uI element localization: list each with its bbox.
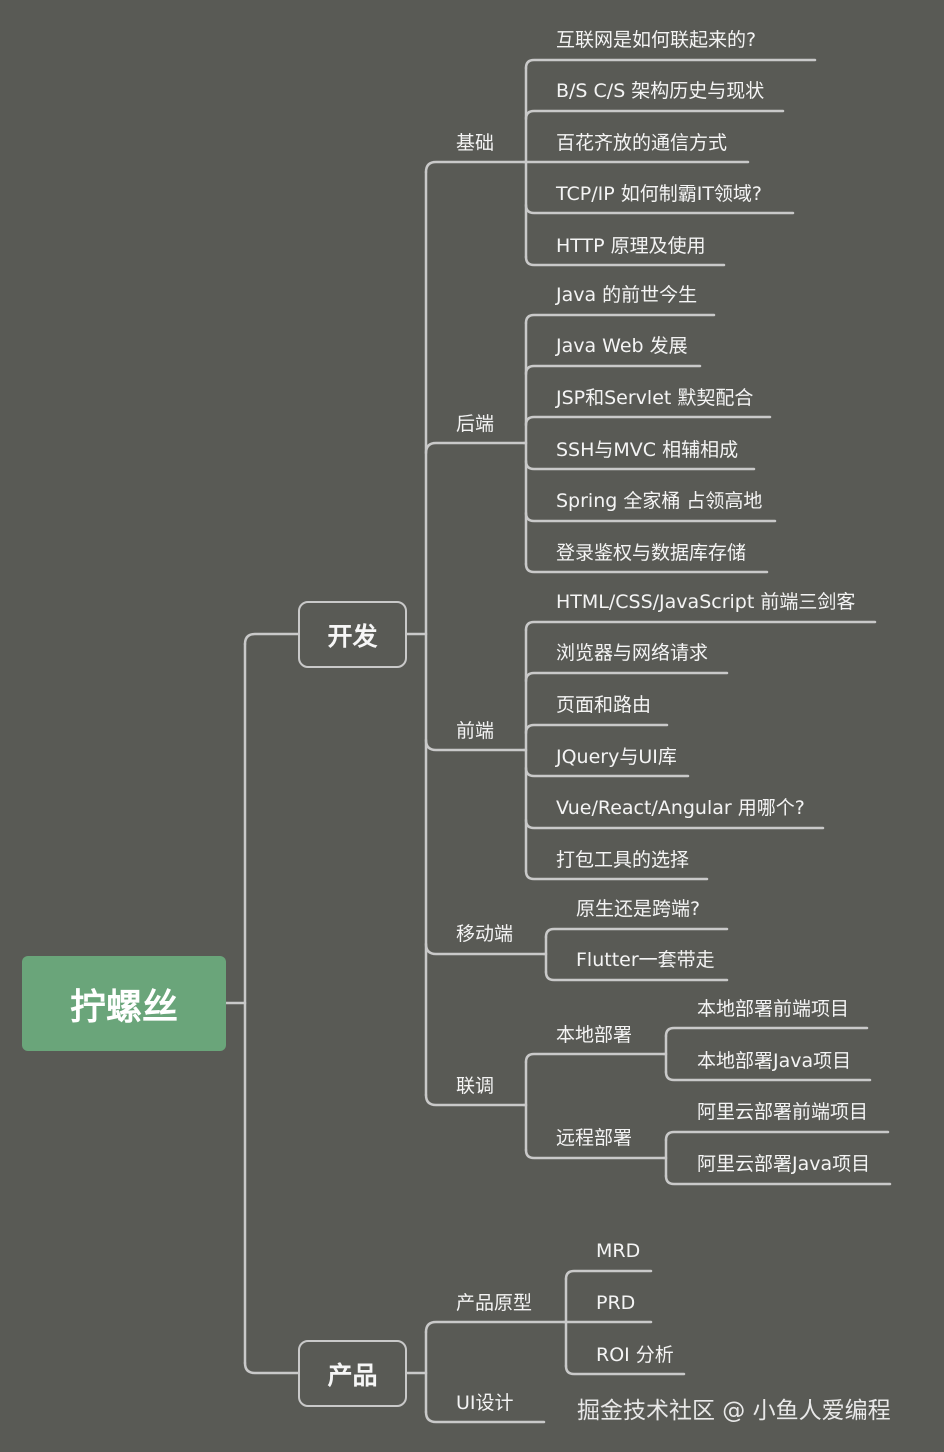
- topic-prototype[interactable]: 产品原型: [456, 1292, 533, 1314]
- leaf-frontend-3[interactable]: 页面和路由: [556, 694, 652, 716]
- branch-product[interactable]: 产品: [298, 1340, 407, 1407]
- leaf-local-1[interactable]: 本地部署前端项目: [697, 998, 850, 1020]
- dev-branch-3: [424, 942, 546, 956]
- basics-branch-1: [524, 109, 785, 121]
- leaf-backend-3[interactable]: JSP和Servlet 默契配合: [556, 387, 754, 409]
- frontend-branch-0: [524, 620, 877, 632]
- basics-branch-3: [524, 203, 795, 215]
- root-branch-1: [243, 1361, 300, 1375]
- leaf-remote-2[interactable]: 阿里云部署Java项目: [697, 1153, 871, 1175]
- leaf-basics-5[interactable]: HTTP 原理及使用: [556, 235, 706, 257]
- leaf-backend-4[interactable]: SSH与MVC 相辅相成: [556, 439, 739, 461]
- basics-branch-4: [524, 255, 726, 267]
- root-branch-0: [243, 632, 300, 646]
- root-node[interactable]: 拧螺丝: [22, 956, 226, 1051]
- frontend-branch-2: [524, 723, 669, 735]
- leaf-basics-2[interactable]: B/S C/S 架构历史与现状: [556, 80, 765, 102]
- leaf-roi[interactable]: ROI 分析: [596, 1344, 674, 1366]
- backend-branch-4: [524, 511, 777, 523]
- frontend-branch-5: [524, 869, 709, 881]
- leaf-backend-1[interactable]: Java 的前世今生: [556, 284, 698, 306]
- backend-branch-1: [524, 364, 702, 376]
- leaf-frontend-1[interactable]: HTML/CSS/JavaScript 前端三剑客: [556, 591, 856, 613]
- leaf-basics-1[interactable]: 互联网是如何联起来的?: [556, 29, 757, 51]
- integration-branch-1: [524, 1148, 666, 1160]
- leaf-mobile-1[interactable]: 原生还是跨端?: [576, 898, 701, 920]
- local-branch-0: [664, 1026, 869, 1038]
- prototype-branch-2: [564, 1364, 686, 1376]
- leaf-frontend-5[interactable]: Vue/React/Angular 用哪个?: [556, 797, 805, 819]
- watermark: 掘金技术社区 @ 小鱼人爱编程: [577, 1398, 891, 1424]
- local-branch-1: [664, 1070, 872, 1082]
- backend-branch-0: [524, 313, 716, 325]
- topic-integration[interactable]: 联调: [456, 1075, 495, 1097]
- frontend-branch-4: [524, 818, 825, 830]
- leaf-backend-2[interactable]: Java Web 发展: [556, 335, 688, 357]
- leaf-frontend-6[interactable]: 打包工具的选择: [556, 849, 690, 871]
- topic-mobile[interactable]: 移动端: [456, 923, 514, 945]
- frontend-branch-3: [524, 766, 690, 778]
- leaf-mobile-2[interactable]: Flutter一套带走: [576, 949, 715, 971]
- product-branch-0: [424, 1320, 566, 1334]
- leaf-local-2[interactable]: 本地部署Java项目: [697, 1050, 852, 1072]
- leaf-basics-4[interactable]: TCP/IP 如何制霸IT领域?: [556, 183, 763, 205]
- frontend-branch-1: [524, 671, 729, 683]
- mobile-branch-0: [544, 927, 729, 939]
- topic-basics[interactable]: 基础: [456, 132, 495, 154]
- remote-branch-0: [664, 1130, 890, 1142]
- leaf-frontend-4[interactable]: JQuery与UI库: [556, 746, 677, 768]
- branch-dev[interactable]: 开发: [298, 601, 407, 668]
- mobile-branch-1: [544, 970, 729, 982]
- prototype-branch-0: [564, 1269, 653, 1281]
- leaf-prd[interactable]: PRD: [596, 1292, 636, 1314]
- leaf-backend-5[interactable]: Spring 全家桶 占领高地: [556, 490, 763, 512]
- basics-branch-0: [524, 58, 817, 70]
- topic-ui-design[interactable]: UI设计: [456, 1392, 514, 1414]
- dev-branch-4: [424, 1093, 526, 1107]
- remote-branch-1: [664, 1174, 892, 1186]
- subtopic-local-deploy[interactable]: 本地部署: [556, 1024, 633, 1046]
- backend-branch-5: [524, 562, 769, 574]
- integration-branch-0: [524, 1052, 666, 1064]
- topic-frontend[interactable]: 前端: [456, 720, 495, 742]
- leaf-backend-6[interactable]: 登录鉴权与数据库存储: [556, 542, 747, 564]
- leaf-mrd[interactable]: MRD: [596, 1240, 641, 1262]
- leaf-frontend-2[interactable]: 浏览器与网络请求: [556, 642, 709, 664]
- leaf-remote-1[interactable]: 阿里云部署前端项目: [697, 1101, 869, 1123]
- leaf-basics-3[interactable]: 百花齐放的通信方式: [556, 132, 728, 154]
- dev-branch-0: [424, 160, 526, 174]
- backend-branch-2: [524, 415, 772, 427]
- topic-backend[interactable]: 后端: [456, 413, 495, 435]
- subtopic-remote-deploy[interactable]: 远程部署: [556, 1127, 633, 1149]
- dev-branch-1: [424, 441, 526, 455]
- product-branch-1: [424, 1410, 546, 1424]
- backend-branch-3: [524, 459, 756, 471]
- dev-branch-2: [424, 738, 526, 752]
